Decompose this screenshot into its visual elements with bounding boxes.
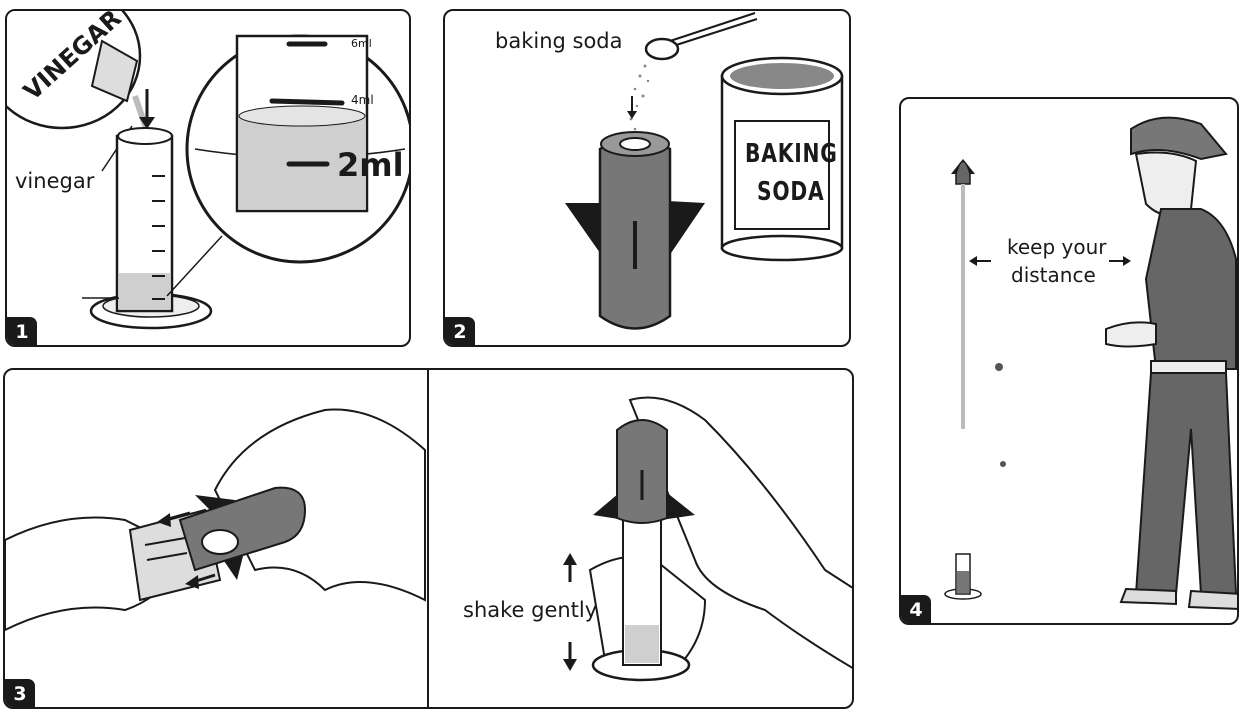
mark-2ml: 2ml xyxy=(337,146,404,184)
rocket-upright xyxy=(593,419,695,524)
step-4-number: 4 xyxy=(901,595,931,623)
launched-rocket xyxy=(951,159,975,429)
keep-your-label: keep your xyxy=(1007,235,1107,259)
step-3-illustration xyxy=(5,370,852,707)
baking-soda-label: baking soda xyxy=(495,29,623,53)
baking-soda-can xyxy=(720,56,844,262)
rocket-horizontal xyxy=(178,486,307,580)
launch-cylinder xyxy=(944,553,982,600)
step-1-panel: vinegar VINEGAR 6ml 4ml 2ml 1 xyxy=(5,9,411,347)
magnified-view xyxy=(185,34,409,264)
step-4-panel: keep your distance 4 xyxy=(899,97,1239,625)
can-label-line1: BAKING xyxy=(745,139,838,169)
spoon xyxy=(644,12,758,61)
step-2-illustration xyxy=(565,12,844,330)
can-label-line2: SODA xyxy=(757,177,825,207)
rocket-body xyxy=(565,131,705,330)
step-4-illustration xyxy=(944,116,1237,610)
shake-gently-label: shake gently xyxy=(463,598,598,622)
hands-attaching-rocket xyxy=(5,408,426,632)
boy-figure xyxy=(1105,116,1237,610)
step-1-illustration xyxy=(7,11,409,330)
vinegar-label: vinegar xyxy=(15,169,95,193)
vinegar-bottle xyxy=(7,11,142,130)
mark-6ml: 6ml xyxy=(351,37,372,50)
measuring-cylinder xyxy=(115,127,174,313)
distance-label: distance xyxy=(1011,263,1096,287)
mark-4ml: 4ml xyxy=(351,93,374,107)
step-1-number: 1 xyxy=(7,317,37,345)
step-3-number: 3 xyxy=(5,679,35,707)
step-2-number: 2 xyxy=(445,317,475,345)
step-3-panel: shake gently 3 xyxy=(3,368,854,709)
step-2-panel: baking soda BAKING SODA 2 xyxy=(443,9,851,347)
